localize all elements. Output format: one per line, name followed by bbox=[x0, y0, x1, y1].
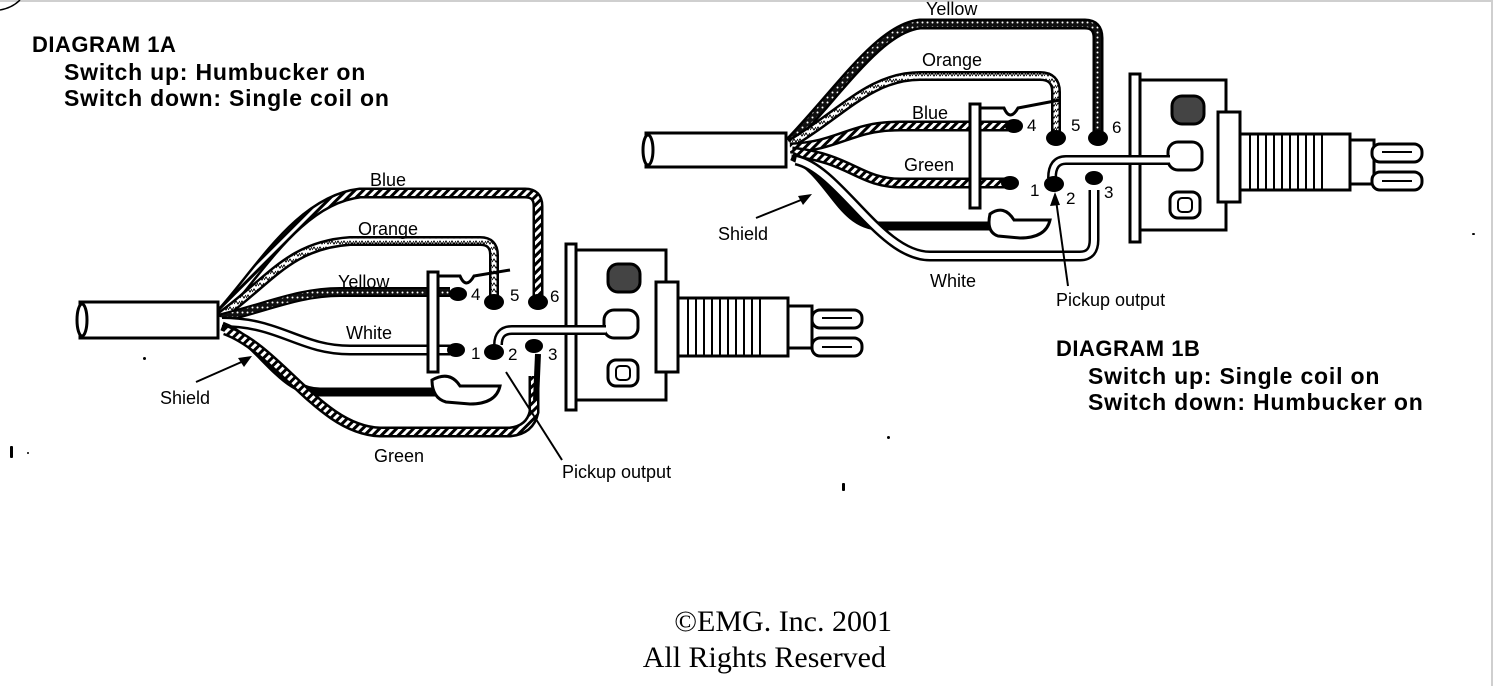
diagram-1b-cable bbox=[641, 131, 788, 169]
lug-number-1: 1 bbox=[471, 344, 480, 363]
corner-mark bbox=[0, 0, 21, 11]
diagram-1a-wire-orange bbox=[219, 236, 499, 320]
diagram-1a: 4 5 6 1 2 3 Blue Orange Yellow White Shi… bbox=[75, 170, 864, 482]
lug-1 bbox=[447, 343, 465, 357]
diagram-1b-wire-orange bbox=[787, 71, 1061, 149]
diagram-1b-wire-green bbox=[791, 146, 1006, 189]
diagram-1a-label-shield: Shield bbox=[160, 388, 210, 408]
scan-speck bbox=[143, 357, 146, 360]
lug-number-5: 5 bbox=[1071, 116, 1080, 135]
diagram-1a-wire-green bbox=[222, 324, 540, 438]
scan-speck bbox=[887, 436, 890, 439]
diagram-1a-label-pickup-output: Pickup output bbox=[562, 462, 671, 482]
diagram-1b-label-green: Green bbox=[904, 155, 954, 175]
diagram-1a-wire-blue bbox=[216, 187, 544, 318]
copyright-notice: ©EMG. Inc. 2001 All Rights Reserved bbox=[612, 604, 892, 676]
lug-number-6: 6 bbox=[550, 287, 559, 306]
lug-number-1: 1 bbox=[1030, 181, 1039, 200]
diagram-1b-label-pickup-output: Pickup output bbox=[1056, 290, 1165, 310]
diagram-1a-wire-white bbox=[221, 316, 450, 356]
lug-3 bbox=[1085, 171, 1103, 185]
diagram-1b-wire-white bbox=[794, 154, 1100, 262]
diagram-1b-title: DIAGRAM 1B bbox=[1056, 336, 1201, 361]
diagram-1a-wire-yellow bbox=[220, 287, 450, 323]
lug-2 bbox=[1044, 176, 1064, 192]
scan-speck bbox=[10, 446, 13, 458]
diagram-1a-label-green: Green bbox=[374, 446, 424, 466]
lug-3 bbox=[525, 339, 543, 353]
diagram-1b-caption: DIAGRAM 1B Switch up: Single coil on Swi… bbox=[1056, 338, 1424, 414]
diagram-1b-wire-blue bbox=[789, 120, 1010, 154]
diagram-1a-switch-up: Switch up: Humbucker on bbox=[64, 59, 367, 85]
lug-6 bbox=[528, 294, 548, 310]
rights-line: All Rights Reserved bbox=[642, 641, 886, 674]
diagram-1a-label-blue: Blue bbox=[370, 170, 406, 190]
diagram-1b-wire-yellow bbox=[786, 18, 1104, 146]
diagram-1b-switch-down: Switch down: Humbucker on bbox=[1088, 389, 1424, 415]
scan-speck bbox=[1472, 233, 1475, 235]
diagram-1a-label-orange: Orange bbox=[358, 219, 418, 239]
diagram-1b-label-shield: Shield bbox=[718, 224, 768, 244]
diagram-1a-label-white: White bbox=[346, 323, 392, 343]
lug-4 bbox=[449, 287, 467, 301]
lug-number-2: 2 bbox=[508, 345, 517, 364]
diagram-1b: 4 5 6 1 2 3 Yellow Orange Blue Green Shi… bbox=[641, 0, 1424, 310]
scan-speck bbox=[27, 452, 29, 454]
diagram-1a-shield-arrow bbox=[195, 356, 252, 383]
lug-4 bbox=[1005, 119, 1023, 133]
diagram-1b-label-white: White bbox=[930, 271, 976, 291]
lug-1 bbox=[1001, 176, 1019, 190]
lug-6 bbox=[1088, 130, 1108, 146]
scan-speck bbox=[842, 483, 845, 491]
diagram-1b-output-pointer bbox=[1050, 192, 1069, 287]
diagram-1a-lugs bbox=[447, 287, 548, 360]
lug-5 bbox=[484, 294, 504, 310]
diagram-1a-output-pointer bbox=[505, 371, 563, 461]
diagram-1b-label-yellow: Yellow bbox=[926, 0, 978, 19]
diagram-1b-lugs bbox=[1001, 119, 1108, 192]
diagram-1a-caption: DIAGRAM 1A Switch up: Humbucker on Switc… bbox=[32, 34, 390, 110]
diagram-1b-switch-up: Switch up: Single coil on bbox=[1088, 363, 1381, 389]
lug-number-6: 6 bbox=[1112, 118, 1121, 137]
lug-number-2: 2 bbox=[1066, 189, 1075, 208]
diagram-1a-wire-shield bbox=[220, 321, 450, 397]
lug-5 bbox=[1046, 130, 1066, 146]
diagram-1a-lug3-lead bbox=[533, 353, 541, 401]
lug-number-5: 5 bbox=[510, 286, 519, 305]
lug-2 bbox=[484, 344, 504, 360]
diagram-1b-switch-body bbox=[968, 72, 1424, 244]
diagram-1a-label-yellow: Yellow bbox=[338, 272, 390, 292]
diagram-1a-cable bbox=[75, 300, 220, 340]
lug-number-3: 3 bbox=[548, 345, 557, 364]
lug-number-4: 4 bbox=[471, 285, 480, 304]
diagram-1b-label-blue: Blue bbox=[912, 103, 948, 123]
diagram-1a-switch-down: Switch down: Single coil on bbox=[64, 85, 390, 111]
diagram-1a-switch-body bbox=[426, 242, 864, 412]
diagram-1a-title: DIAGRAM 1A bbox=[32, 32, 177, 57]
diagram-1b-shield-arrow bbox=[755, 194, 812, 219]
diagram-1b-label-orange: Orange bbox=[922, 50, 982, 70]
lug-number-4: 4 bbox=[1027, 116, 1036, 135]
copyright-line: ©EMG. Inc. 2001 bbox=[674, 605, 892, 638]
lug-number-3: 3 bbox=[1104, 183, 1113, 202]
